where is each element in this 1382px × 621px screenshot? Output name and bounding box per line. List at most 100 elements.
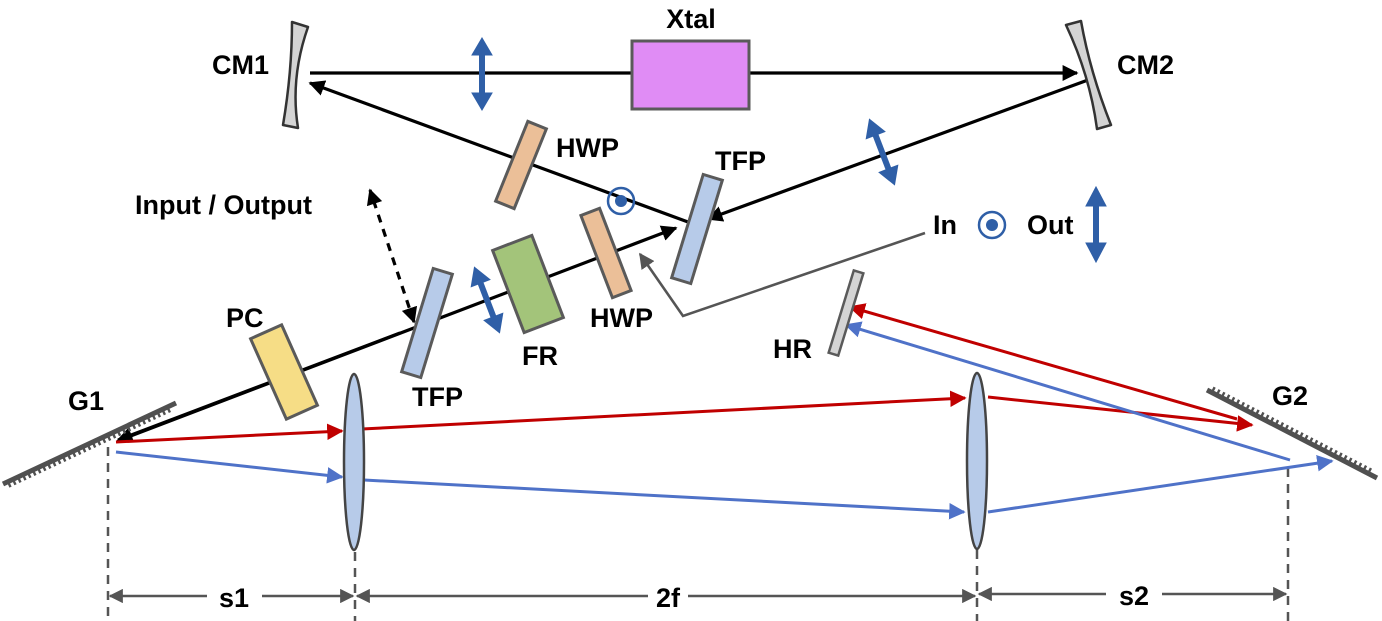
- pockels-cell: [248, 322, 320, 422]
- input-output-label: Input / Output: [135, 190, 312, 220]
- grating-groove: [11, 478, 17, 486]
- grating-groove: [126, 425, 132, 432]
- red-beam-lens2-to-g2: [987, 395, 1254, 432]
- blue-beam-g1-to-lens1: [115, 450, 344, 484]
- grating-groove: [1235, 399, 1241, 406]
- grating-groove: [1357, 462, 1363, 469]
- lens-1: [342, 372, 366, 552]
- grating-groove: [1298, 432, 1304, 439]
- out-label: Out: [1027, 210, 1074, 240]
- grating-groove: [66, 453, 72, 460]
- g2-label: G2: [1272, 381, 1308, 411]
- grating-groove: [1318, 442, 1324, 449]
- cavity-beam-cm2-to-tfp: [706, 78, 1089, 222]
- thin-film-polarizer-top: [669, 172, 725, 286]
- faraday-rotator: [490, 233, 566, 335]
- grating-1: [1, 400, 178, 488]
- cm1-label: CM1: [212, 50, 269, 80]
- fr-label: FR: [522, 341, 558, 371]
- grating-groove: [1264, 414, 1270, 421]
- tfp-top-label: TFP: [715, 146, 766, 176]
- grating-groove: [1210, 386, 1216, 394]
- blue-beam-lens1-to-lens2: [363, 478, 966, 520]
- grating-groove: [1337, 452, 1343, 459]
- crystal-label: Xtal: [666, 4, 716, 34]
- grating-groove: [81, 446, 87, 453]
- input-output-arrow: [366, 188, 418, 324]
- grating-groove: [166, 406, 172, 413]
- hwp-bottom-label: HWP: [590, 303, 653, 333]
- in-label: In: [933, 210, 957, 240]
- grating-groove: [1303, 434, 1309, 442]
- blue-beam-lens2-to-g2: [987, 455, 1334, 514]
- polarization-arrow-in-plane: [470, 266, 504, 334]
- grating-groove: [1332, 449, 1338, 457]
- grating-groove: [101, 436, 107, 444]
- polarization-out-of-plane-icon: [977, 210, 1007, 240]
- half-wave-plate-top: [493, 119, 549, 211]
- grating-groove: [116, 429, 122, 437]
- grating-groove: [121, 427, 127, 434]
- grating-groove: [96, 439, 102, 446]
- hr-label: HR: [773, 334, 812, 364]
- polarization-in-plane-icon: [1085, 185, 1107, 264]
- tfp-bottom-label: TFP: [412, 382, 463, 412]
- grating-groove: [1215, 389, 1221, 396]
- polarization-arrow-in-plane: [471, 37, 493, 111]
- grating-groove: [1279, 422, 1285, 429]
- grating-groove: [1254, 409, 1260, 416]
- high-reflector: [827, 268, 865, 358]
- grating-groove: [156, 411, 162, 418]
- grating-groove: [86, 443, 92, 451]
- s2-label: s2: [1119, 581, 1149, 611]
- grating-groove: [136, 420, 142, 427]
- 2f-label: 2f: [656, 583, 681, 613]
- polarization-out-of-plane-icon: [606, 186, 636, 216]
- red-beam-g2-to-hr: [848, 303, 1238, 421]
- grating-groove: [36, 467, 42, 474]
- grating-groove: [146, 415, 152, 423]
- s1-label: s1: [219, 583, 249, 613]
- grating-groove: [1347, 457, 1353, 464]
- curved-mirror-2: [1064, 19, 1113, 131]
- cm2-label: CM2: [1117, 50, 1174, 80]
- grating-groove: [1259, 411, 1265, 419]
- grating-2: [1205, 386, 1379, 481]
- grating-groove: [91, 441, 97, 448]
- grating-groove: [1240, 401, 1246, 409]
- grating-groove: [71, 450, 77, 458]
- g1-label: G1: [68, 386, 104, 416]
- grating-groove: [41, 464, 47, 472]
- grating-groove: [6, 481, 12, 488]
- grating-groove: [1323, 444, 1329, 452]
- red-beam-g1-to-lens1: [115, 423, 344, 444]
- grating-groove: [51, 460, 57, 467]
- grating-groove: [56, 457, 62, 465]
- grating-groove: [1230, 396, 1236, 404]
- polarization-arrow-in-plane: [865, 118, 899, 186]
- grating-groove: [161, 408, 167, 416]
- grating-groove: [1249, 406, 1255, 414]
- grating-groove: [31, 469, 37, 476]
- grating-groove: [21, 474, 27, 481]
- grating-groove: [1245, 404, 1250, 411]
- lens-2: [965, 371, 989, 551]
- grating-groove: [1269, 416, 1275, 424]
- pc-label: PC: [226, 303, 264, 333]
- blue-beam-g2-to-hr: [844, 321, 1291, 462]
- grating-groove: [1288, 427, 1294, 434]
- grating-groove: [46, 462, 52, 469]
- grating-groove: [1308, 437, 1314, 444]
- curved-mirror-1: [281, 20, 310, 130]
- red-beam-lens1-to-lens2: [361, 390, 967, 431]
- grating-groove: [131, 422, 137, 430]
- grating-groove: [1328, 447, 1333, 454]
- grating-groove: [1225, 394, 1231, 401]
- crystal: [630, 39, 751, 111]
- in-pointer-line: [638, 231, 926, 318]
- grating-groove: [1274, 419, 1280, 426]
- grating-groove: [26, 471, 32, 479]
- grating-groove: [1362, 465, 1368, 472]
- grating-groove: [1367, 467, 1373, 474]
